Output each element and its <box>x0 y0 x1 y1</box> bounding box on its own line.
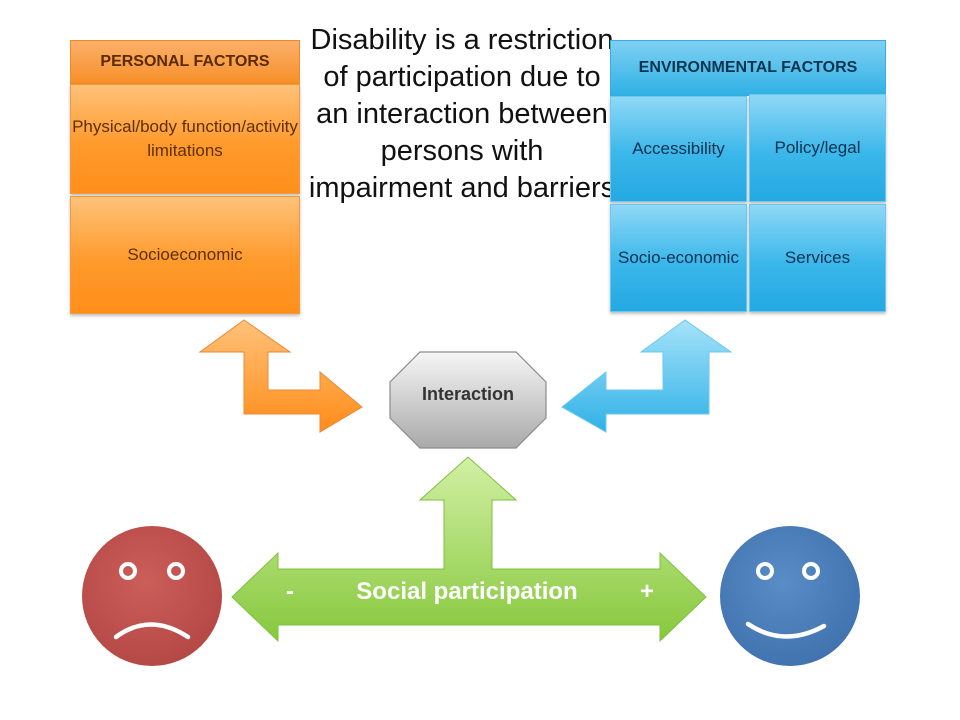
personal-arrow <box>198 319 363 433</box>
social-participation-arrow <box>231 456 707 643</box>
personal-factor-socioeconomic: Socioeconomic <box>70 196 300 314</box>
personal-factor-physical: Physical/body function/activity limitati… <box>70 84 300 194</box>
environmental-factors-title: ENVIRONMENTAL FACTORS <box>610 40 886 96</box>
headline: Disability is a restriction of participa… <box>308 24 616 205</box>
env-factor-services: Services <box>749 204 886 312</box>
environmental-arrow <box>561 319 733 433</box>
personal-factors-title: PERSONAL FACTORS <box>70 40 300 84</box>
interaction-label: Interaction <box>421 384 514 404</box>
env-factor-socio-economic: Socio-economic <box>610 204 747 312</box>
plus-sign: + <box>639 578 654 605</box>
social-participation-text: Social participation <box>356 578 578 605</box>
social-participation-label: - Social participation + <box>270 578 670 606</box>
env-factor-accessibility: Accessibility <box>610 96 747 202</box>
sad-face-icon <box>79 523 225 669</box>
happy-face-icon <box>717 523 863 669</box>
minus-sign: - <box>286 578 294 605</box>
env-factor-policy-legal: Policy/legal <box>749 94 886 202</box>
interaction-octagon <box>389 351 547 449</box>
